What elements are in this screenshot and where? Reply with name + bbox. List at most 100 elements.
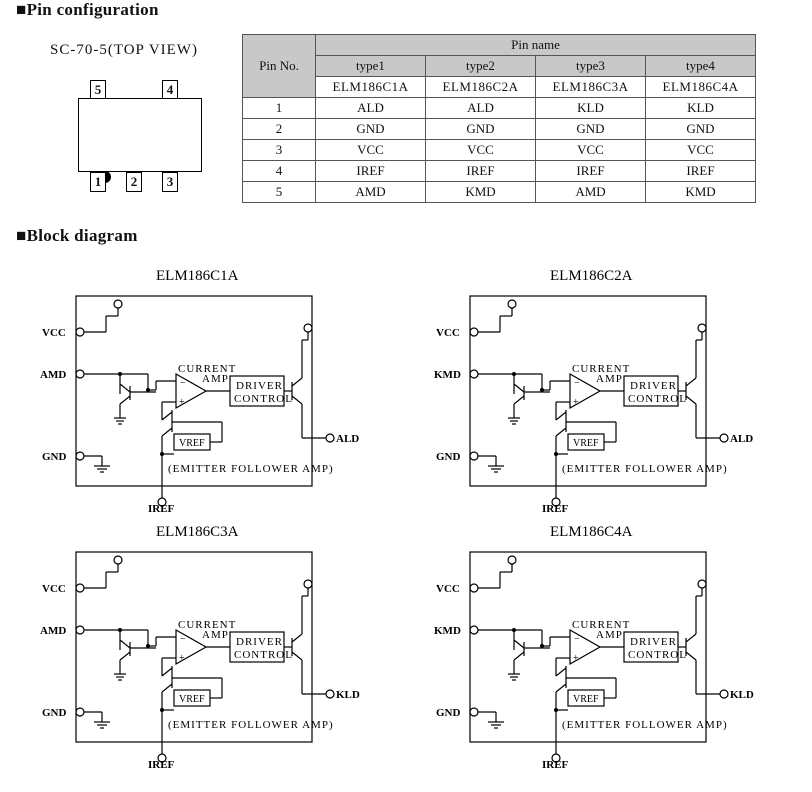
model-name: ELM186C3A [535,76,646,98]
diagram-c1a: ELM186C1A VCC AMD GND ALD IREF CURRENT A… [36,266,376,521]
vref-label: VREF [573,438,599,449]
control-label: CONTROL [234,649,293,661]
iref-label: IREF [542,503,569,515]
package-pin-4: 4 [162,80,178,100]
circuit-svg: ELM186C3A VCC AMD GND KLD IREF CURRENT A… [40,524,360,771]
opamp-plus: + [179,653,185,664]
table-row: 5 AMD KMD AMD KMD [242,181,756,203]
output-supply-terminal [697,579,707,589]
type-header: type1 [315,55,426,77]
opamp-minus: − [574,634,580,645]
emitter-follower-label: (EMITTER FOLLOWER AMP) [168,463,334,475]
pin-name: IREF [535,160,646,182]
circuit-svg: ELM186C2A VCC KMD GND ALD IREF CURRENT A… [434,268,753,515]
pin-name: AMD [535,181,646,203]
diagram-title: ELM186C3A [156,524,239,540]
opamp-plus: + [573,653,579,664]
pin-name: VCC [535,139,646,161]
iref-terminal [157,497,167,507]
gnd-pin-terminal [75,451,85,461]
output-terminal [719,689,729,699]
iref-label: IREF [148,503,175,515]
pin-name: IREF [425,160,536,182]
driver-label: DRIVER [630,380,677,392]
emitter-follower-label: (EMITTER FOLLOWER AMP) [562,719,728,731]
ic-frame [75,551,313,743]
pin-name: GND [425,118,536,140]
pin-name-table: Pin No. Pin name type1 type2 type3 type4… [242,34,756,203]
pin-name: KLD [645,97,756,119]
control-label: CONTROL [628,393,687,405]
output-terminal [719,433,729,443]
pin-name: ALD [315,97,426,119]
vcc-label: VCC [436,583,460,595]
opamp-triangle [569,372,602,410]
vcc-label: VCC [436,327,460,339]
table-row: 4 IREF IREF IREF IREF [242,160,756,182]
opamp-plus: + [179,397,185,408]
package-pin-2: 2 [126,172,142,192]
type-header: type4 [645,55,756,77]
vcc-label: VCC [42,327,66,339]
opamp-minus: − [574,378,580,389]
output-pin-label: KLD [730,689,754,701]
circuit-svg: ELM186C1A VCC AMD GND ALD IREF CURRENT A… [40,268,359,515]
vcc-pin-terminal [469,327,479,337]
pin-number: 4 [242,160,316,182]
opamp-minus: − [180,378,186,389]
iref-terminal [157,753,167,763]
gnd-pin-terminal [75,707,85,717]
block-diagram-heading: ■Block diagram [16,226,138,245]
output-terminal [325,433,335,443]
monitor-pin-terminal [469,369,479,379]
opamp-triangle [175,372,208,410]
monitor-pin-label: KMD [434,369,461,381]
circuit-svg: ELM186C4A VCC KMD GND KLD IREF CURRENT A… [434,524,754,771]
pin-name: GND [645,118,756,140]
vcc-terminal [507,299,517,309]
pin-name: VCC [425,139,536,161]
pin-name: KMD [645,181,756,203]
amp-label: AMP [202,629,229,641]
pin-name-header: Pin name [315,34,756,56]
package-pin-5: 5 [90,80,106,100]
output-pin-label: ALD [730,433,753,445]
pin-number: 5 [242,181,316,203]
monitor-pin-label: KMD [434,625,461,637]
pin-number: 1 [242,97,316,119]
pin-name: IREF [315,160,426,182]
emitter-follower-label: (EMITTER FOLLOWER AMP) [168,719,334,731]
current-label: CURRENT [572,619,630,631]
diagram-c4a: ELM186C4A VCC KMD GND KLD IREF CURRENT A… [430,522,770,777]
iref-terminal [551,753,561,763]
current-label: CURRENT [572,363,630,375]
ic-frame [469,295,707,487]
monitor-pin-terminal [469,625,479,635]
amp-label: AMP [596,629,623,641]
diagram-title: ELM186C4A [550,524,633,540]
vcc-pin-terminal [469,583,479,593]
amp-label: AMP [596,373,623,385]
iref-terminal [551,497,561,507]
driver-label: DRIVER [236,636,283,648]
table-row: 2 GND GND GND GND [242,118,756,140]
gnd-label: GND [436,707,461,719]
pin-name: KLD [535,97,646,119]
pin-name: IREF [645,160,756,182]
type-header: type3 [535,55,646,77]
pin-name: VCC [315,139,426,161]
pin-name: KMD [425,181,536,203]
opamp-minus: − [180,634,186,645]
vcc-terminal [507,555,517,565]
driver-label: DRIVER [630,636,677,648]
gnd-label: GND [42,451,67,463]
gnd-pin-terminal [469,451,479,461]
output-supply-terminal [303,323,313,333]
table-row: 3 VCC VCC VCC VCC [242,139,756,161]
output-supply-terminal [303,579,313,589]
package-top-view: 5 4 1 2 3 [68,76,208,196]
iref-label: IREF [148,759,175,771]
current-label: CURRENT [178,619,236,631]
iref-label: IREF [542,759,569,771]
pin-name: ALD [425,97,536,119]
